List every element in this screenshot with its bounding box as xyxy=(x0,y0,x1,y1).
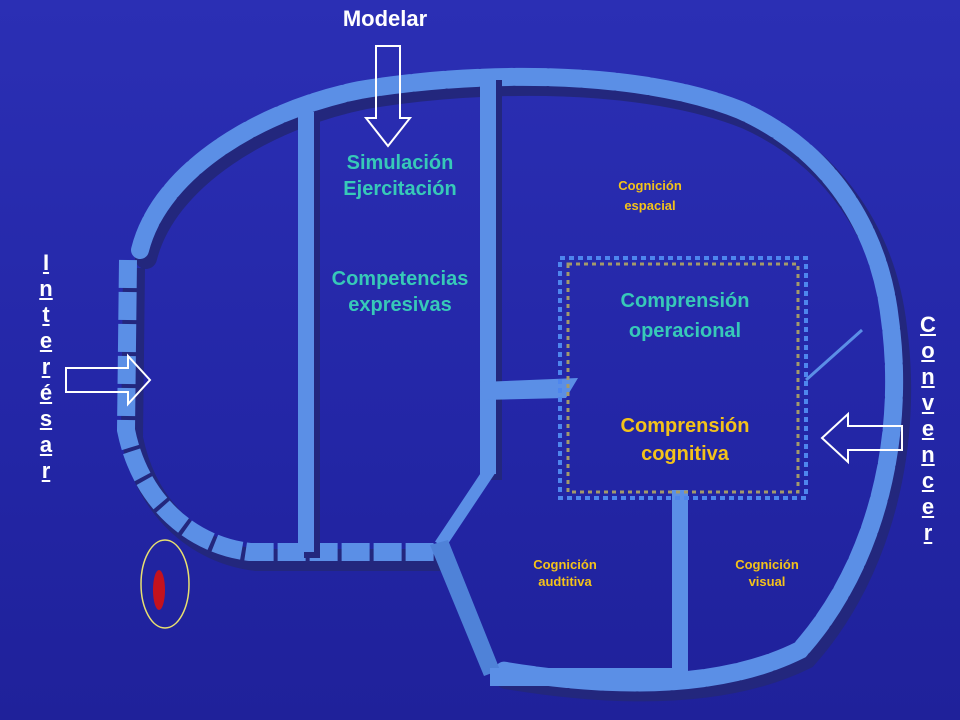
interesar-arrow xyxy=(65,353,152,407)
label-modelar: Modelar xyxy=(342,6,428,31)
wall-right-diagonal xyxy=(805,328,863,382)
wall-vertical-2 xyxy=(480,74,496,474)
label-cognicion-auditiva: Cognición audtitiva xyxy=(533,557,597,589)
label-comprension-operacional: Comprensión operacional xyxy=(620,290,750,342)
label-interesar: I n t e r é s a r xyxy=(39,250,53,483)
label-competencias: Competencias expresivas xyxy=(331,268,469,316)
label-cognicion-visual: Cognición visual xyxy=(735,557,799,589)
label-convencer: C o n v e n c e r xyxy=(920,312,936,545)
left-wall xyxy=(116,259,440,561)
label-simulacion: Simulación Ejercitación xyxy=(343,152,457,200)
wall-bottom xyxy=(490,668,680,686)
convencer-arrow xyxy=(820,411,903,465)
ellipse-red xyxy=(153,570,165,610)
wall-vertical-3 xyxy=(672,490,688,680)
wall-diagonal-lower xyxy=(430,540,500,676)
wall-vertical-1 xyxy=(298,112,314,552)
wall-diagonal xyxy=(435,466,495,549)
outer-wall xyxy=(131,67,904,692)
dotted-box-inner xyxy=(566,262,800,494)
label-cognicion-espacial: Cognición espacial xyxy=(618,178,682,213)
ellipse-outline xyxy=(140,539,190,629)
wall-shelf xyxy=(480,378,578,400)
modelar-arrow xyxy=(363,45,413,148)
label-comprension-cognitiva: Comprensión cognitiva xyxy=(620,415,750,465)
